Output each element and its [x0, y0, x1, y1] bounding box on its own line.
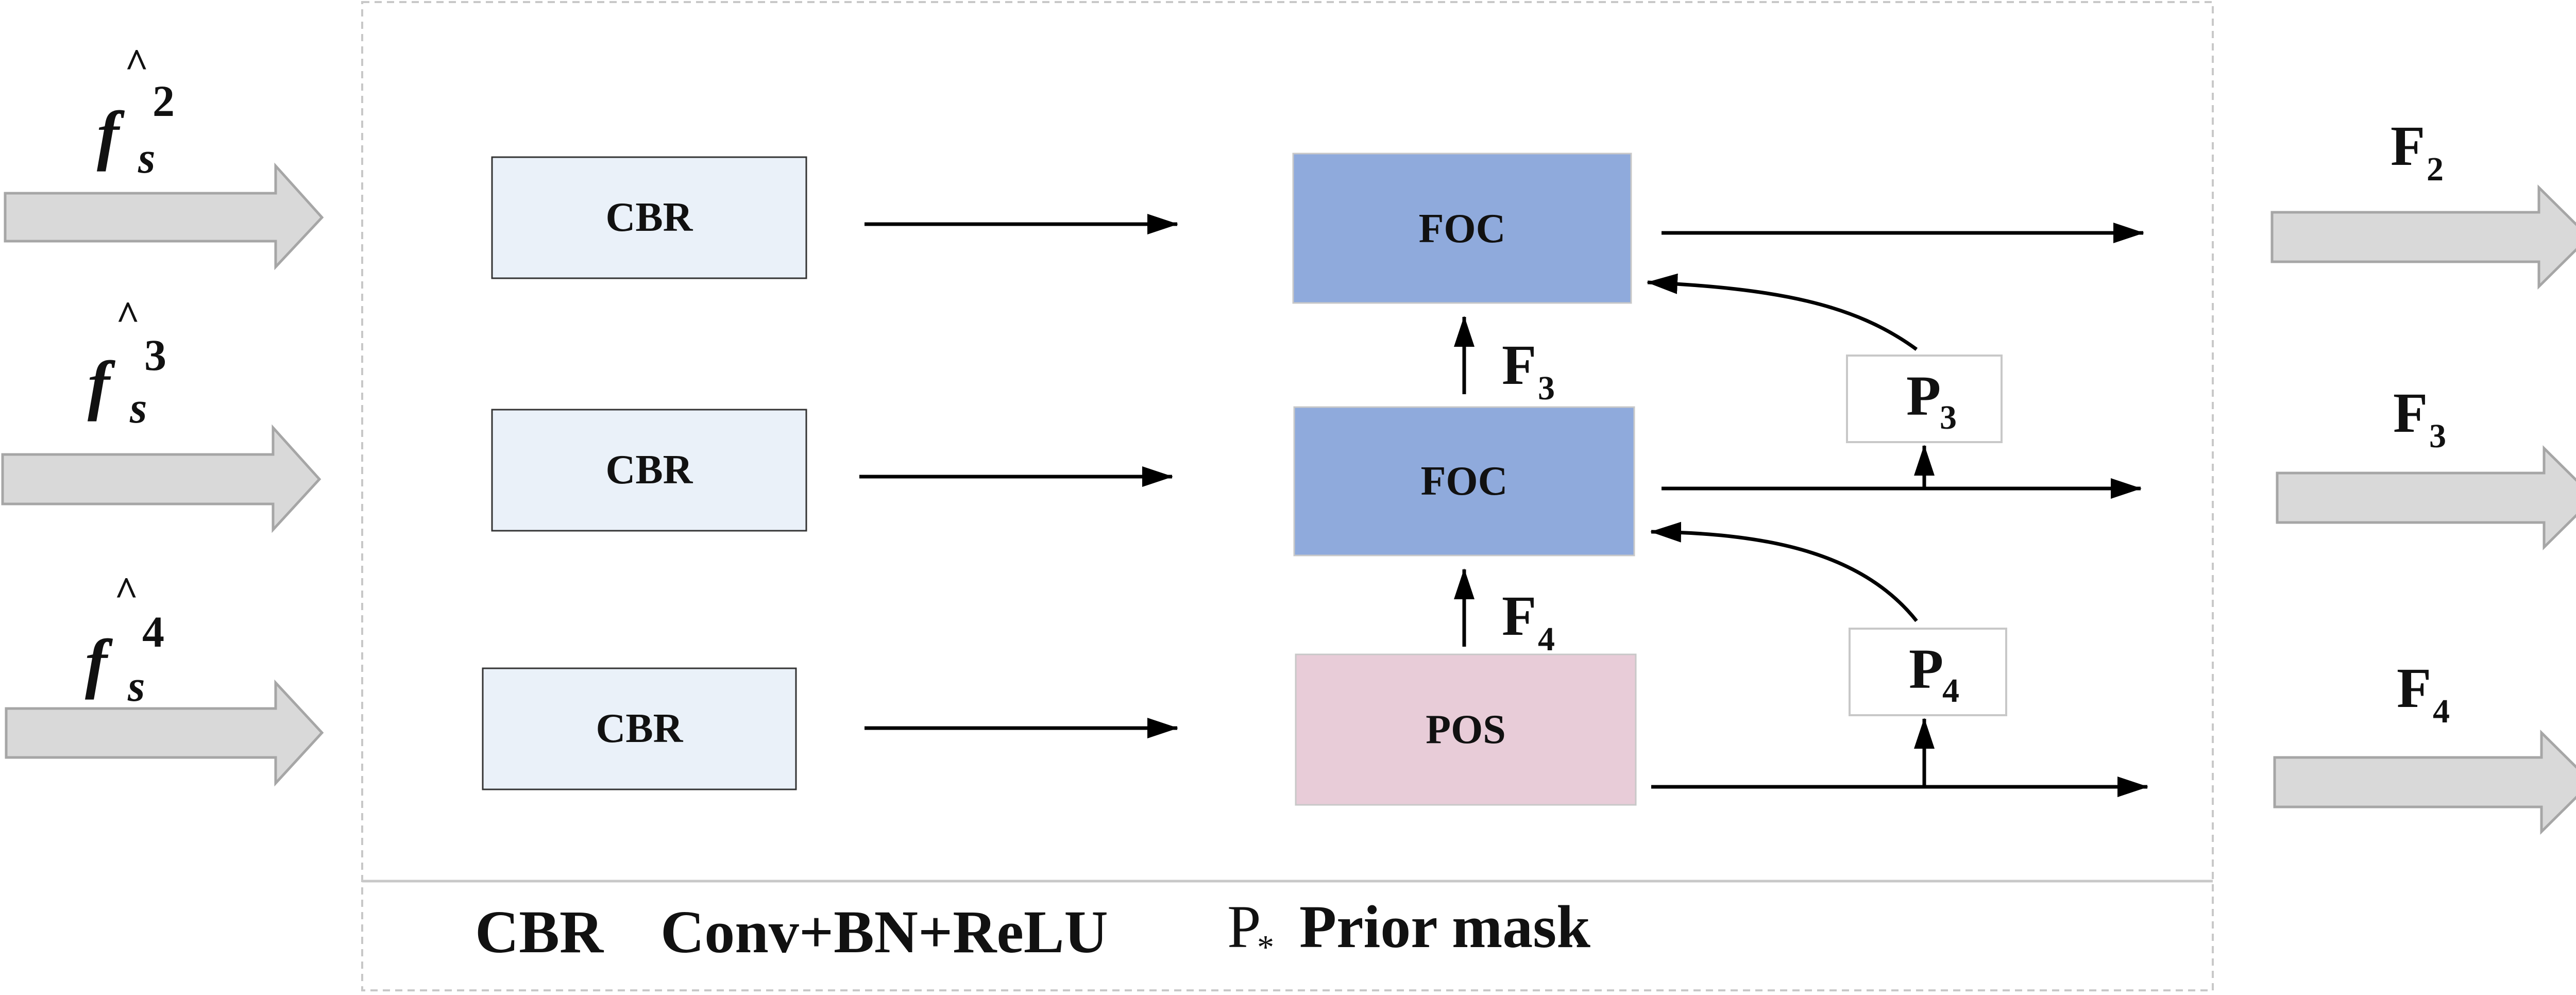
svg-text:^: ^: [116, 294, 140, 339]
input-arrow-2: [1, 424, 321, 533]
svg-text:^: ^: [125, 41, 148, 87]
svg-text:FOC: FOC: [1419, 206, 1506, 251]
legend-prior-key-sub: *: [1257, 929, 1274, 966]
svg-text:3: 3: [1940, 399, 1957, 436]
input-label-1: ^ f 2 s: [97, 41, 175, 182]
svg-text:4: 4: [2433, 693, 2450, 730]
svg-text:4: 4: [1942, 672, 1959, 710]
svg-text:CBR: CBR: [606, 447, 693, 493]
prior-mask-p3: P 3: [1846, 355, 2003, 443]
svg-text:3: 3: [1538, 369, 1555, 407]
arrow-p3-to-foc1: [1647, 273, 1918, 351]
svg-text:3: 3: [2429, 417, 2446, 455]
svg-text:s: s: [127, 661, 145, 711]
svg-text:P: P: [1906, 364, 1941, 427]
svg-text:f: f: [88, 348, 116, 422]
svg-text:3: 3: [144, 330, 166, 380]
svg-text:4: 4: [142, 607, 164, 656]
output-label-f4: F 4: [2397, 656, 2450, 730]
legend: CBR Conv+BN+ReLU P * Prior mask: [475, 893, 1590, 966]
svg-text:s: s: [138, 133, 155, 182]
svg-text:F: F: [2397, 656, 2431, 719]
input-label-2: ^ f 3 s: [88, 294, 166, 432]
svg-text:f: f: [85, 626, 113, 700]
svg-text:FOC: FOC: [1421, 459, 1508, 504]
output-label-f2: F 2: [2391, 114, 2444, 188]
svg-text:CBR: CBR: [596, 706, 684, 751]
legend-cbr-desc: Conv+BN+ReLU: [660, 898, 1108, 966]
svg-text:^: ^: [114, 569, 138, 615]
cbr-block-1: CBR: [491, 156, 807, 279]
svg-text:2: 2: [152, 76, 175, 126]
arrow-p4-to-foc2: [1650, 521, 1918, 622]
svg-text:F: F: [2391, 114, 2425, 177]
foc-block-middle: FOC: [1293, 406, 1635, 556]
label-f3-between: F 3: [1502, 333, 1555, 407]
cbr-block-2: CBR: [491, 409, 807, 532]
input-arrow-3: [5, 679, 324, 787]
svg-text:F: F: [2393, 381, 2428, 444]
output-label-f3: F 3: [2393, 381, 2446, 455]
legend-prior-desc: Prior mask: [1299, 893, 1590, 960]
label-f4-between: F 4: [1502, 584, 1555, 658]
input-label-3: ^ f 4 s: [85, 569, 164, 711]
svg-text:s: s: [129, 383, 147, 432]
output-arrow-2: [2276, 445, 2576, 550]
module-frame: [361, 1, 2214, 991]
svg-text:POS: POS: [1426, 707, 1506, 752]
svg-text:F: F: [1502, 584, 1536, 647]
svg-text:2: 2: [2427, 150, 2444, 188]
legend-prior-key: P: [1227, 893, 1261, 960]
output-arrow-3: [2273, 730, 2576, 835]
pos-block: POS: [1295, 653, 1637, 806]
cbr-block-3: CBR: [482, 667, 797, 790]
svg-text:P: P: [1909, 637, 1943, 700]
prior-mask-p4: P 4: [1849, 628, 2007, 716]
legend-cbr-key: CBR: [475, 898, 604, 966]
foc-block-top: FOC: [1292, 153, 1632, 304]
svg-text:F: F: [1502, 333, 1536, 396]
input-arrow-1: [4, 162, 324, 271]
output-arrow-1: [2270, 184, 2576, 290]
svg-text:CBR: CBR: [606, 195, 693, 240]
svg-text:f: f: [97, 98, 125, 172]
svg-text:4: 4: [1538, 620, 1555, 658]
